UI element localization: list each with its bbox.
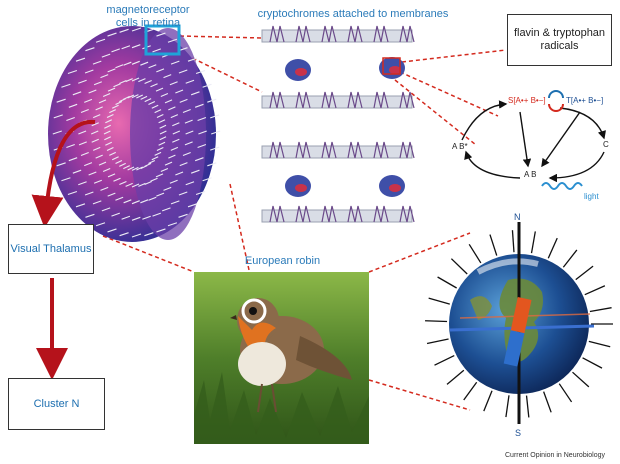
flavin-radicals-label: flavin & tryptophan radicals	[513, 27, 606, 52]
radical-pair-reaction	[461, 100, 606, 183]
singlet-triplet-cycle-icon	[548, 90, 564, 112]
south-label: S	[515, 428, 522, 438]
cryptochrome-highlight-box	[382, 57, 401, 75]
singlet-state-label: S[A•+ B•−]	[508, 96, 546, 105]
pathway-arrows	[31, 119, 96, 380]
visual-thalamus-box: Visual Thalamus	[8, 224, 94, 274]
magnetoreceptor-highlight-box	[144, 24, 181, 56]
flavin-radicals-box: flavin & tryptophan radicals	[507, 14, 612, 66]
ab-label: A B	[524, 170, 537, 179]
visual-thalamus-label: Visual Thalamus	[10, 242, 92, 255]
retina-hemisphere-icon	[48, 26, 221, 242]
ab-star-label: A B*	[452, 142, 468, 151]
cluster-n-box: Cluster N	[8, 378, 105, 430]
magnet-bar-icon	[503, 297, 532, 367]
c-label: C	[603, 140, 609, 149]
cryptochromes-label: cryptochromes attached to membranes	[257, 8, 449, 20]
cluster-n-label: Cluster N	[33, 397, 80, 410]
robin-eye-marker	[241, 298, 267, 324]
membranes-panel	[261, 25, 415, 223]
dashed-connectors	[102, 35, 507, 411]
credit-label: Current Opinion in Neurobiology	[505, 452, 605, 459]
earth-globe-icon	[425, 222, 613, 424]
triplet-state-label: T[A•+ B•−]	[566, 96, 604, 105]
light-wave-icon	[541, 182, 583, 190]
light-label: light	[584, 192, 599, 201]
robin-photo	[194, 272, 369, 444]
european-robin-label: European robin	[244, 255, 321, 267]
north-label: N	[514, 212, 521, 222]
magnetoreceptor-label: magnetoreceptor cells in retina	[106, 4, 190, 29]
